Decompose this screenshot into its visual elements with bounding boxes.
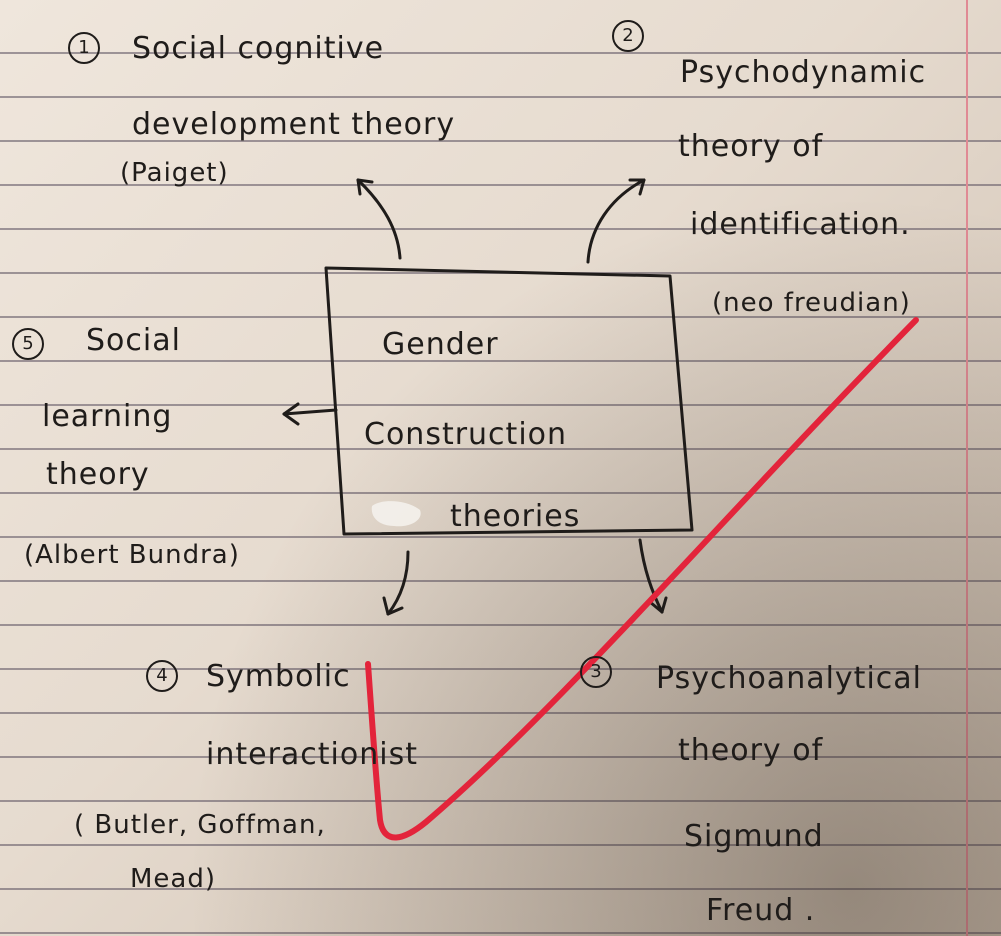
margin-line (966, 0, 968, 936)
theory-4-number: 4 (146, 660, 178, 692)
theory-5-line-4: (Albert Bundra) (24, 540, 240, 570)
theory-4-line-2: interactionist (206, 737, 418, 772)
arrow-to-theory-3 (638, 538, 668, 614)
theory-2-line-1: Psychodynamic (680, 55, 927, 90)
theory-5-line-3: theory (46, 457, 150, 492)
theory-3-number: 3 (580, 656, 612, 688)
theory-5-number: 5 (12, 328, 44, 360)
theory-3-line-2: theory of (678, 733, 824, 768)
theory-2-line-2: theory of (678, 129, 824, 164)
red-check-mark (365, 317, 919, 841)
theory-3-line-3: Sigmund (684, 819, 824, 854)
center-label-line-3: theories (450, 499, 581, 534)
theory-5-line-2: learning (42, 399, 173, 434)
theory-2-number: 2 (612, 20, 644, 52)
theory-4-line-3: ( Butler, Goffman, (74, 810, 326, 840)
theory-1-line-1: Social cognitive (132, 31, 385, 66)
theory-1-line-3: (Paiget) (120, 158, 229, 188)
theory-1-line-2: development theory (132, 107, 456, 142)
arrow-to-theory-4 (382, 550, 410, 616)
center-box (324, 266, 694, 536)
theory-3-line-1: Psychoanalytical (656, 661, 922, 696)
theory-1-number: 1 (68, 32, 100, 64)
theory-4-line-1: Symbolic (206, 659, 351, 694)
center-label-line-2: Construction (364, 417, 568, 452)
arrow-to-theory-2 (586, 178, 646, 264)
center-label-line-1: Gender (382, 327, 499, 362)
theory-2-line-3: identification. (690, 207, 911, 242)
theory-5-line-1: Social (86, 323, 181, 358)
theory-2-line-4: (neo freudian) (712, 288, 911, 318)
smudge-mark (371, 501, 421, 527)
theory-4-line-4: Mead) (130, 864, 217, 894)
theory-3-line-4: Freud . (706, 893, 816, 928)
arrow-to-theory-5 (282, 402, 338, 426)
arrow-to-theory-1 (356, 178, 402, 260)
